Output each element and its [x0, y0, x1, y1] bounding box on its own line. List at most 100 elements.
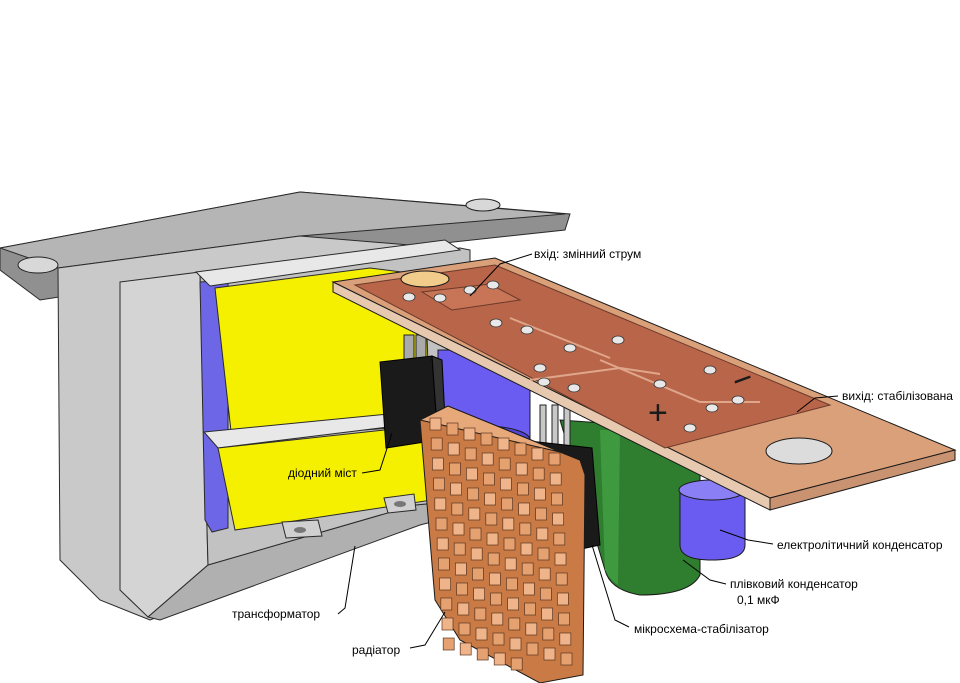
solder-lug-right-hole	[394, 501, 406, 507]
label-electrolytic-capacitor: електролітичний конденсатор	[777, 538, 943, 552]
heatsink-fin	[555, 572, 568, 586]
heatsink-fin	[490, 592, 502, 606]
heatsink-fin	[500, 477, 512, 491]
label-regulator-ic: мікросхема-стабілізатор	[634, 622, 769, 636]
heatsink-fin	[493, 652, 506, 666]
heatsink-fin	[441, 617, 454, 631]
heatsink-fin	[526, 642, 539, 656]
heatsink-fin	[449, 462, 461, 476]
leader-diode-bridge	[361, 432, 393, 474]
heatsink-fin	[509, 637, 522, 651]
heatsink-fin	[515, 462, 528, 476]
pcb-plus-mark: +	[648, 394, 668, 432]
trace-gap-1	[509, 317, 611, 359]
heatsink-fin	[435, 517, 448, 531]
heatsink-fin	[538, 567, 551, 581]
heatsink-fin	[525, 622, 538, 636]
label-input-ac: вхід: змінний струм	[534, 247, 642, 261]
heatsink-fin	[508, 617, 521, 631]
heatsink-fin	[497, 437, 510, 451]
heatsink-fin	[523, 582, 535, 596]
bracket-hole-right	[465, 198, 501, 212]
heatsink-fin	[521, 562, 534, 576]
heatsink-fin	[514, 442, 527, 456]
heatsink-fin	[433, 477, 445, 491]
solder-joint	[520, 325, 534, 335]
heatsink-fin	[451, 502, 464, 516]
heatsink-fin	[473, 587, 485, 601]
heatsink-fin	[548, 452, 561, 466]
heatsink-fin	[439, 577, 451, 591]
heatsink-fin	[470, 547, 483, 561]
heatsink-fin	[535, 507, 547, 521]
heatsink-fin	[524, 602, 536, 616]
heatsink-fin	[492, 632, 505, 646]
heatsink-fin	[489, 572, 501, 586]
heatsink-fin	[541, 607, 553, 621]
solder-joint	[563, 343, 577, 353]
pcb-mount-hole	[765, 437, 833, 465]
solder-joint	[683, 423, 697, 433]
solder-joint	[533, 363, 547, 373]
heatsink-fin	[455, 562, 467, 576]
heatsink-fin	[453, 542, 466, 556]
solder-joint	[567, 383, 581, 393]
heatsink-fin	[552, 512, 564, 526]
heatsink-fin	[452, 522, 465, 536]
heatsink-fin	[442, 637, 455, 651]
heatsink-fin	[537, 547, 550, 561]
film-capacitor	[559, 419, 701, 596]
leader-lines	[337, 253, 839, 649]
bracket-hole-left	[17, 256, 59, 274]
heatsink-fin	[532, 467, 545, 481]
solder-joint	[731, 395, 745, 405]
leader-film	[682, 559, 727, 585]
heatsink-fin	[558, 612, 570, 626]
heatsink-fin	[429, 417, 442, 431]
heatsink-fins	[429, 417, 573, 671]
heatsink-fin	[430, 437, 443, 451]
heatsink-fin	[543, 647, 556, 661]
solder-lug-left-hole	[294, 527, 306, 533]
heatsink-fin	[557, 592, 569, 606]
pcb-top-hole	[400, 270, 450, 288]
heatsink-fin	[506, 577, 518, 591]
leader-heatsink	[409, 611, 446, 649]
leader-regulator	[591, 544, 630, 628]
heatsink-fin	[534, 487, 546, 501]
transformer-core-front	[119, 271, 209, 618]
solder-joint	[537, 377, 551, 387]
heatsink-fin	[531, 447, 544, 461]
heatsink-fin	[542, 627, 555, 641]
solder-joint	[433, 293, 447, 303]
heatsink-fin	[536, 527, 549, 541]
heatsink-fin	[481, 452, 494, 466]
heatsink-fin	[463, 427, 476, 441]
label-film-capacitor: плівковий конденсатор	[730, 577, 858, 591]
heatsink-fin	[475, 627, 488, 641]
heatsink-fin	[476, 647, 489, 661]
solder-joint	[489, 318, 503, 328]
heatsink-fin	[438, 557, 450, 571]
heatsink-fin	[491, 612, 504, 626]
heatsink-fin	[447, 442, 460, 456]
heatsink-fin	[456, 582, 468, 596]
solder-joint	[653, 379, 667, 389]
heatsink-fin	[554, 552, 567, 566]
label-heatsink: радіатор	[352, 643, 401, 657]
transformer	[0, 191, 571, 621]
heatsink-fin	[498, 457, 511, 471]
label-transformer: трансформатор	[232, 607, 321, 621]
heatsink-fin	[480, 432, 493, 446]
heatsink-fin	[501, 497, 513, 511]
leader-transformer	[337, 545, 356, 615]
heatsink-fin	[559, 632, 572, 646]
heatsink-fin	[450, 482, 462, 496]
heatsink-fin	[468, 507, 481, 521]
heatsink-fin	[504, 557, 517, 571]
heatsink-fin	[436, 537, 449, 551]
heatsink-fin	[519, 522, 532, 536]
solder-joint	[402, 292, 416, 302]
heatsink-fin	[469, 527, 482, 541]
